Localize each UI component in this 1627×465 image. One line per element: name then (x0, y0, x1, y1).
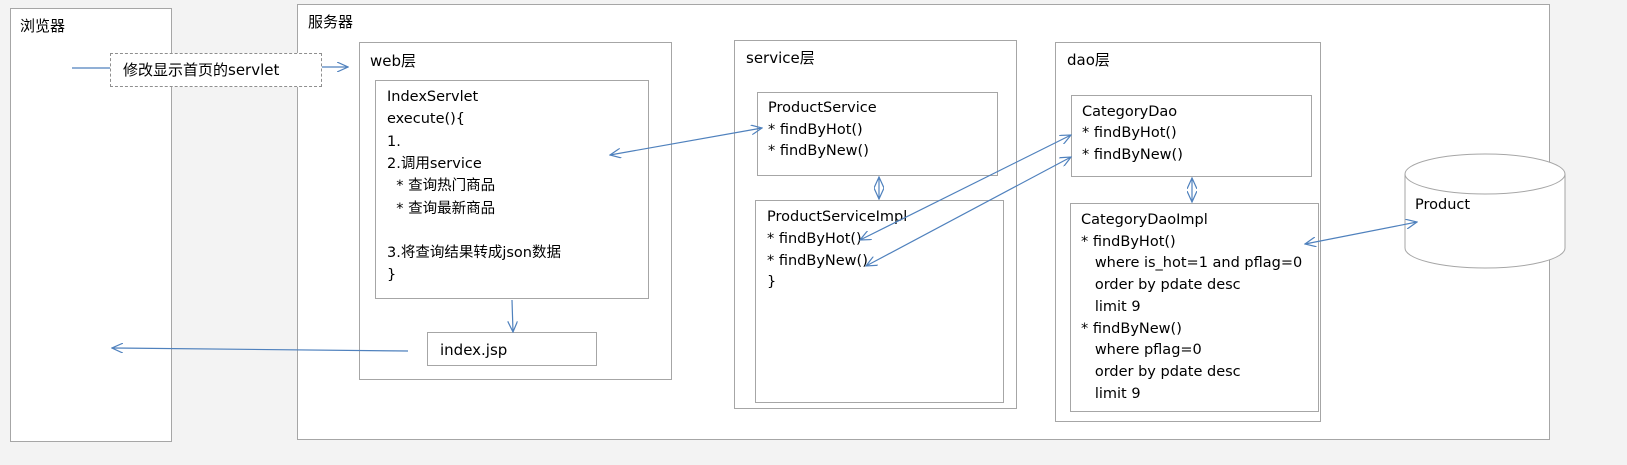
servlet-line: execute(){ (387, 111, 466, 128)
product-service-line: ProductService (768, 100, 877, 116)
category-dao-impl-line: * findByHot() (1081, 233, 1176, 250)
dao-layer-title: dao层 (1067, 51, 1110, 69)
category-dao-impl-line: limit 9 (1081, 385, 1141, 402)
browser-title: 浏览器 (20, 17, 66, 35)
server-title: 服务器 (308, 13, 354, 31)
servlet-line: * 查询热门商品 (387, 178, 496, 195)
category-dao-line: CategoryDao (1082, 104, 1178, 120)
servlet-line: 3.将查询结果转成json数据 (387, 245, 561, 262)
index-servlet-box (375, 80, 649, 299)
servlet-line: 2.调用service (387, 155, 482, 172)
category-dao-box (1071, 95, 1312, 177)
category-dao-impl-line: limit 9 (1081, 298, 1141, 315)
service-layer-title: service层 (746, 49, 815, 67)
index-jsp-box: index.jsp (427, 332, 597, 366)
category-dao-impl-box (1070, 203, 1319, 412)
product-service-impl-line: ProductServiceImpl (767, 209, 908, 225)
category-dao-impl-line: order by pdate desc (1081, 363, 1241, 380)
web-layer-title: web层 (370, 52, 417, 70)
category-dao-line: * findByNew() (1082, 146, 1183, 163)
servlet-line: } (387, 267, 397, 284)
category-dao-impl-line: where pflag=0 (1081, 342, 1202, 359)
product-service-impl-line: * findByHot() (767, 230, 862, 247)
category-dao-impl-line: order by pdate desc (1081, 277, 1241, 294)
product-service-impl-line: } (767, 274, 777, 291)
index-jsp-label: index.jsp (440, 341, 508, 359)
product-service-line: * findByHot() (768, 121, 863, 138)
product-service-impl-line: * findByNew() (767, 252, 868, 269)
database-cylinder (1404, 153, 1566, 269)
category-dao-line: * findByHot() (1082, 125, 1177, 142)
servlet-line: IndexServlet (387, 89, 479, 105)
category-dao-impl-line: where is_hot=1 and pflag=0 (1081, 255, 1303, 272)
category-dao-impl-line: * findByNew() (1081, 320, 1182, 337)
product-service-line: * findByNew() (768, 143, 869, 159)
request-label: 修改显示首页的servlet (123, 61, 280, 79)
servlet-line: 1. (387, 133, 401, 150)
servlet-line: * 查询最新商品 (387, 200, 496, 217)
request-label-box: 修改显示首页的servlet (110, 53, 322, 87)
database-label: Product (1415, 197, 1471, 213)
category-dao-impl-line: CategoryDaoImpl (1081, 212, 1208, 228)
